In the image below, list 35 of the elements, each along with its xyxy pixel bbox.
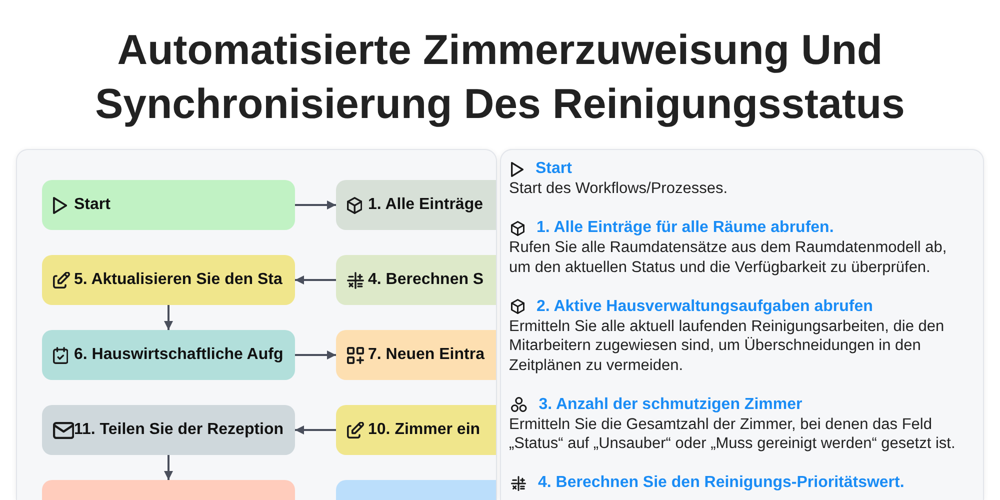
detail-panel <box>500 149 984 500</box>
process-box <box>42 405 295 455</box>
step-heading: 4. Berechnen Sie den Reinigungs-Prioritätswert. <box>538 473 904 493</box>
node-label: 6. Hauswirtschaftliche Aufg <box>74 345 284 365</box>
arrow <box>295 276 336 284</box>
process-box <box>42 480 295 500</box>
process-box <box>336 330 496 380</box>
node-label: 11. Teilen Sie der Rezeption <box>74 420 284 440</box>
process-box <box>336 405 496 455</box>
node-label: 5. Aktualisieren Sie den Sta <box>74 270 282 290</box>
step-heading: 2. Aktive Hausverwaltungsaufgaben abrufen <box>536 296 873 316</box>
process-box <box>336 255 496 305</box>
arrow <box>164 305 173 330</box>
step-description: Rufen Sie alle Raumdatensätze aus dem Raumdatenmodell ab, um den aktuellen Status und die Verfügbarkeit zu überprüfen. <box>509 238 948 277</box>
title: Automatisierte Zimmerzuweisung Und Synchronisierung Des Reinigungsstatus <box>94 25 906 129</box>
process-box <box>42 330 295 380</box>
process-box <box>336 180 496 230</box>
step-description: Ermitteln Sie die Gesamtzahl der Zimmer, bei denen das Feld „Status“ auf „Unsauber“ oder „Muss gereinigt werden“ gesetzt ist. <box>509 414 956 454</box>
arrow <box>295 200 336 210</box>
node-label: 4. Berechnen S <box>368 270 484 290</box>
arrow <box>295 350 336 360</box>
step-heading: 3. Anzahl der schmutzigen Zimmer <box>538 394 802 414</box>
start-box <box>42 180 295 230</box>
step-description: Start des Workflows/Prozesses. <box>509 179 729 198</box>
arrow <box>164 455 173 480</box>
node-label: 1. Alle Einträge <box>368 195 483 215</box>
step-heading: 1. Alle Einträge für alle Räume abrufen. <box>536 218 834 238</box>
process-box <box>42 255 295 305</box>
arrow <box>295 426 336 434</box>
node-label: 7. Neuen Eintra <box>368 345 484 365</box>
node-label: Start <box>74 195 110 215</box>
node-label: 10. Zimmer ein <box>368 420 480 440</box>
step-heading: Start <box>536 159 572 179</box>
process-box <box>336 480 496 500</box>
step-description: Ermitteln Sie alle aktuell laufenden Reinigungsarbeiten, die den Mitarbeitern zugewiesen sind, um Überschneidungen in den Zeitplänen zu vermeiden. <box>509 316 946 375</box>
